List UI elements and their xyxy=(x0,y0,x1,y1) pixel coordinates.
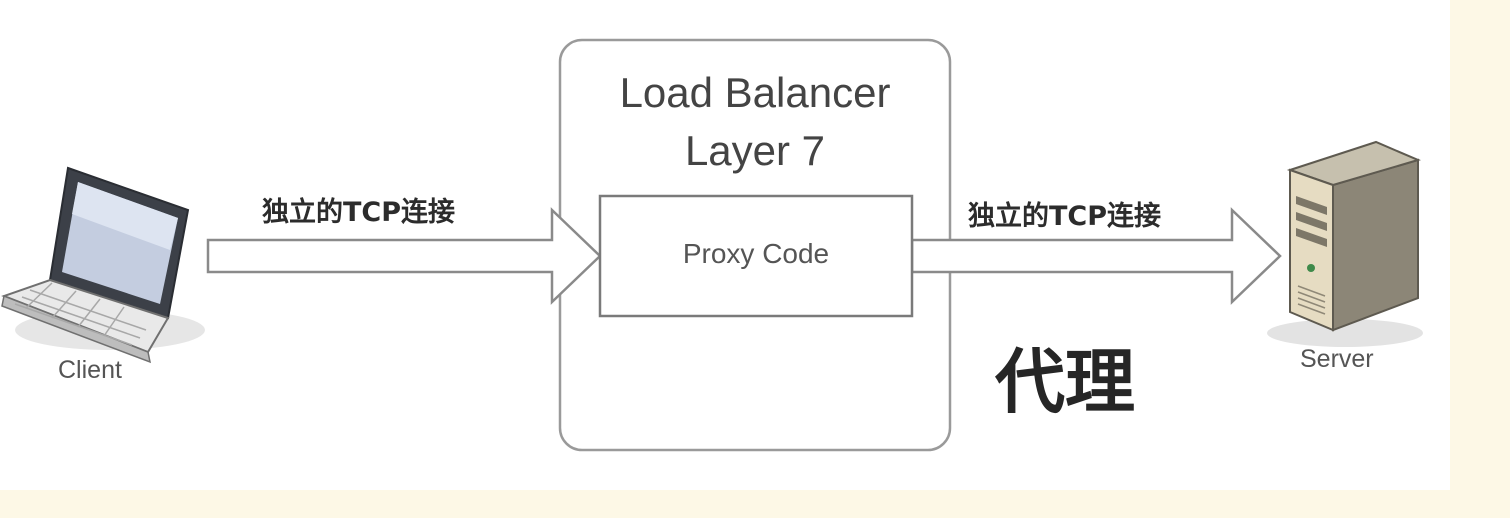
server-label: Server xyxy=(1300,345,1374,373)
right-connection-arrow xyxy=(910,207,1282,305)
laptop-icon xyxy=(1,166,205,364)
left-connection-label: 独立的TCP连接 xyxy=(262,197,456,228)
client-label: Client xyxy=(58,356,122,384)
proxy-caption: 代理 xyxy=(995,341,1135,423)
proxy-code-box xyxy=(598,194,914,318)
proxy-code-label: Proxy Code xyxy=(682,238,830,269)
right-connection-label: 独立的TCP连接 xyxy=(968,201,1162,232)
load-balancer-title-line2: Layer 7 xyxy=(684,127,826,174)
left-connection-arrow xyxy=(206,207,602,305)
server-tower-icon xyxy=(1267,140,1423,347)
load-balancer-title-line1: Load Balancer xyxy=(619,69,891,116)
load-balancer-title: Load Balancer Layer 7 xyxy=(560,64,950,180)
